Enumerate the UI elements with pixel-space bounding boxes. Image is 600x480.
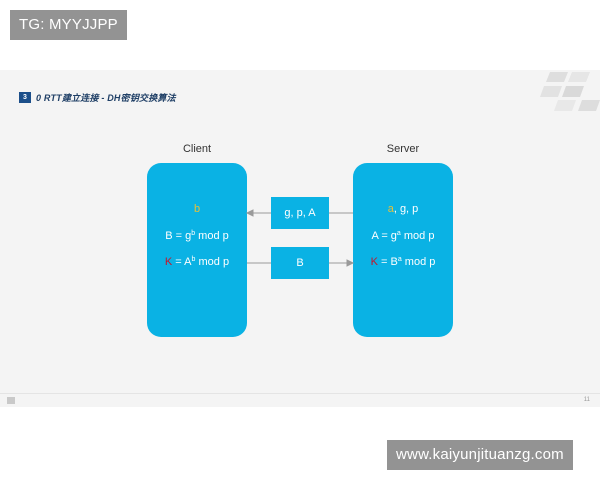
footer-logo-icon <box>7 397 15 404</box>
client-key-exp: b <box>191 256 196 263</box>
message-client-to-server: B <box>271 247 329 279</box>
server-key-k: K <box>370 256 378 268</box>
client-public-exp: b <box>191 230 196 237</box>
server-secret: a <box>387 203 394 215</box>
client-public-rhs: mod p <box>195 230 229 242</box>
slide: 3 0 RTT建立连接 - DH密钥交换算法 Client Server b B… <box>0 70 600 407</box>
slide-header: 3 0 RTT建立连接 - DH密钥交换算法 <box>19 90 176 104</box>
slide-footer-rule <box>0 393 600 394</box>
client-key-rhs: mod p <box>195 256 230 268</box>
server-public-exp: a <box>396 230 401 237</box>
client-secret-line: b <box>147 203 247 215</box>
flow-arrows <box>245 209 355 267</box>
client-box: b B = gb mod p K = Ab mod p <box>147 163 247 337</box>
server-public-lhs: A = g <box>371 230 397 242</box>
server-box: a, g, p A = ga mod p K = Ba mod p <box>353 163 453 337</box>
client-secret: b <box>193 203 201 215</box>
corner-logo-decoration <box>540 72 600 111</box>
arrowhead-left-icon <box>245 209 254 217</box>
client-key-k: K <box>164 256 173 268</box>
server-public-key: A = ga mod p <box>353 230 453 242</box>
server-public-rhs: mod p <box>400 230 435 242</box>
server-params: , g, p <box>393 203 419 215</box>
server-params-line: a, g, p <box>353 203 453 215</box>
slide-number-badge: 3 <box>19 91 31 103</box>
message-server-to-client: g, p, A <box>271 197 329 229</box>
client-public-key: B = gb mod p <box>147 230 247 242</box>
server-shared-key: K = Ba mod p <box>353 256 453 268</box>
client-public-lhs: B = g <box>165 230 192 242</box>
top-watermark: TG: MYYJJPP <box>10 10 127 40</box>
arrowhead-right-icon <box>346 259 355 267</box>
bottom-watermark: www.kaiyunjituanzg.com <box>387 440 573 470</box>
slide-page-number: 11 <box>583 397 590 403</box>
client-key-lhs: = A <box>172 256 192 268</box>
server-key-exp: a <box>397 256 402 263</box>
client-shared-key: K = Ab mod p <box>147 256 247 268</box>
slide-title: 0 RTT建立连接 - DH密钥交换算法 <box>36 92 176 103</box>
server-label: Server <box>386 143 420 155</box>
client-label: Client <box>182 143 212 155</box>
server-key-rhs: mod p <box>401 256 436 268</box>
server-key-lhs: = B <box>377 256 398 268</box>
